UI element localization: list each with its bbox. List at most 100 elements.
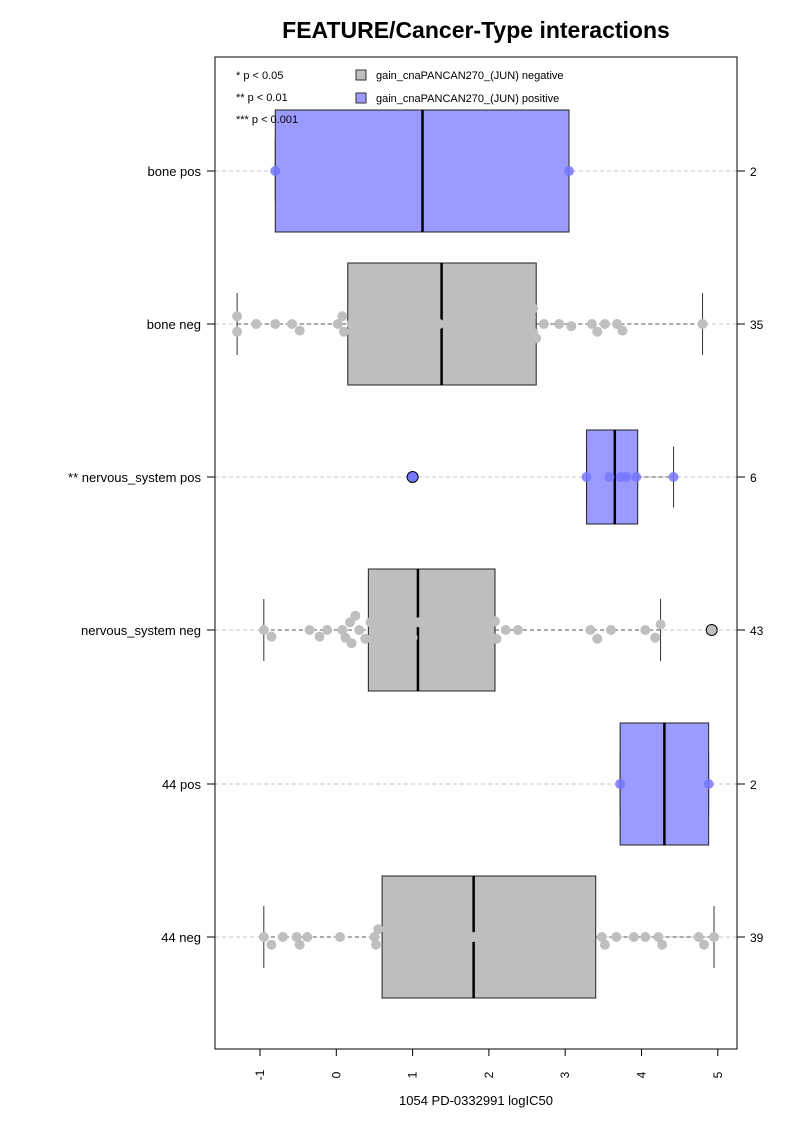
data-point <box>500 625 511 635</box>
data-point <box>270 166 281 176</box>
significance-legend-item: *** p < 0.001 <box>236 114 298 126</box>
data-point <box>451 619 462 630</box>
data-point <box>346 638 357 649</box>
data-point <box>302 932 313 942</box>
data-point <box>369 625 380 635</box>
data-point <box>515 939 526 950</box>
data-point <box>566 932 577 942</box>
data-point <box>551 932 562 942</box>
x-tick-label: 2 <box>482 1071 496 1078</box>
data-point <box>337 311 348 322</box>
boxes <box>236 109 715 999</box>
data-point <box>430 617 441 628</box>
plot-frame <box>214 56 738 1050</box>
data-point <box>398 923 409 934</box>
data-point <box>367 311 378 322</box>
data-point <box>394 617 405 628</box>
data-point <box>413 617 424 628</box>
data-point <box>258 932 269 942</box>
group-label: nervous_system neg <box>81 623 201 638</box>
data-point <box>322 625 333 635</box>
data-point <box>693 932 704 942</box>
data-point <box>631 472 642 482</box>
data-point <box>291 932 302 942</box>
data-point <box>360 633 371 644</box>
data-point <box>541 940 552 951</box>
significance-legend-item: * p < 0.05 <box>236 70 283 82</box>
data-point <box>370 939 381 950</box>
data-point <box>604 472 615 482</box>
data-point <box>350 610 361 621</box>
data-point <box>407 632 418 643</box>
data-point <box>697 319 708 329</box>
data-point <box>445 632 456 643</box>
data-point <box>650 632 661 643</box>
data-point <box>369 326 380 337</box>
data-point <box>584 932 595 942</box>
data-point <box>491 633 502 644</box>
data-point <box>287 319 298 329</box>
data-point <box>538 319 549 329</box>
group-label: bone pos <box>148 164 202 179</box>
data-point <box>535 924 546 935</box>
data-point <box>383 932 394 942</box>
data-point <box>332 319 343 329</box>
data-point <box>566 321 577 332</box>
data-point <box>373 924 384 935</box>
data-point <box>403 939 414 950</box>
legend-label: gain_cnaPANCAN270_(JUN) positive <box>376 93 559 105</box>
group-count: 43 <box>750 624 764 638</box>
data-point <box>403 625 414 635</box>
data-point <box>554 319 565 329</box>
data-point <box>512 932 523 942</box>
data-point <box>396 319 407 329</box>
data-point <box>611 932 622 942</box>
x-tick-label: 1 <box>406 1071 420 1078</box>
data-point <box>586 319 597 329</box>
data-point <box>621 472 632 482</box>
data-point <box>640 625 651 635</box>
data-point <box>525 312 536 323</box>
group-count: 39 <box>750 931 764 945</box>
data-point <box>519 319 530 329</box>
x-axis-label: 1054 PD-0332991 logIC50 <box>399 1093 553 1108</box>
data-point <box>258 625 269 635</box>
data-point <box>386 939 397 950</box>
data-point <box>232 326 243 337</box>
data-point <box>655 619 666 630</box>
outlier-point <box>406 471 419 483</box>
data-point <box>617 325 628 336</box>
data-point <box>393 932 404 942</box>
data-point <box>436 625 447 635</box>
data-point <box>413 932 424 942</box>
x-tick-label: -1 <box>253 1069 267 1080</box>
data-point <box>500 325 511 336</box>
data-point <box>373 639 384 650</box>
data-point <box>485 319 496 329</box>
data-point <box>277 932 288 942</box>
data-point <box>426 633 437 644</box>
data-point <box>338 326 349 337</box>
data-point <box>512 625 523 635</box>
data-point <box>441 932 452 942</box>
data-point <box>668 472 679 482</box>
data-point <box>599 319 610 329</box>
data-point <box>251 319 262 329</box>
data-point <box>482 625 493 635</box>
data-point <box>472 319 483 329</box>
data-point <box>640 932 651 942</box>
data-point <box>335 932 346 942</box>
data-point <box>653 932 664 942</box>
data-point <box>232 311 243 322</box>
legend: * p < 0.05** p < 0.01*** p < 0.001gain_c… <box>236 69 564 126</box>
data-point <box>519 924 530 935</box>
data-point <box>384 625 395 635</box>
data-point <box>605 625 616 635</box>
x-tick-label: 3 <box>558 1071 572 1078</box>
chart-title: FEATURE/Cancer-Type interactions <box>282 17 670 43</box>
data-point <box>369 932 380 942</box>
data-point <box>390 632 401 643</box>
legend-label: gain_cnaPANCAN270_(JUN) negative <box>376 70 564 82</box>
data-point <box>373 610 384 621</box>
